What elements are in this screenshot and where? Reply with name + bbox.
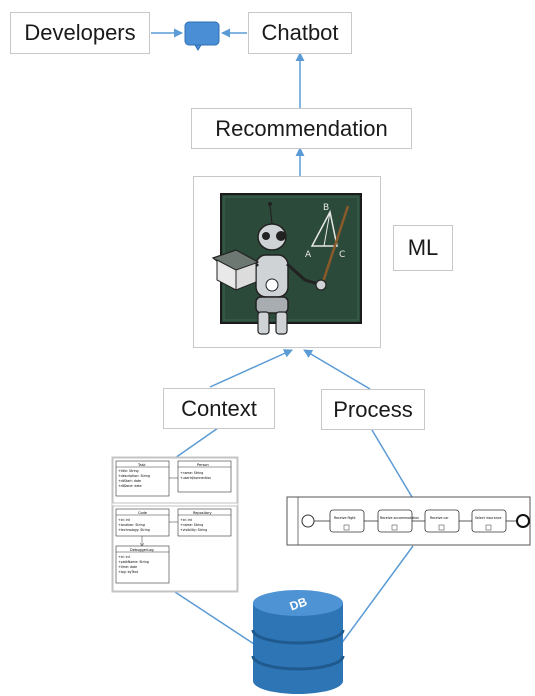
uml-class-task: Task +title: String +description: String…: [115, 460, 170, 497]
uml-class-debuggerlog-field-1: +pathName: String: [118, 560, 149, 564]
uml-class-repository: Repository +id: Int +name: String +visib…: [177, 508, 232, 537]
uml-class-code-field-0: +id: Int: [118, 518, 131, 522]
ml-label: ML: [407, 235, 439, 260]
line-uml-to-context: [174, 427, 219, 459]
line-db-to-uml: [174, 591, 255, 645]
uml-class-task-field-3: +dtDone: date: [118, 484, 142, 488]
chatbot-label: Chatbot: [261, 20, 339, 45]
uml-class-task-field-2: +dtStart: date: [118, 479, 141, 483]
uml-class-debuggerlog-field-3: +log: byText: [118, 570, 139, 574]
uml-class-code-name: Code: [138, 511, 147, 515]
uml-class-repository-field-0: +id: Int: [180, 518, 193, 522]
uml-class-task-field-1: +description: String: [118, 474, 150, 478]
uml-class-repository-field-2: +visibility: String: [180, 528, 207, 532]
chatbot-node: Chatbot: [248, 12, 352, 54]
uml-class-person-name: Person: [197, 463, 209, 467]
arrow-process-to-ml: [303, 349, 371, 390]
recommendation-node: Recommendation: [191, 108, 412, 149]
triangle-vertex-a: A: [305, 250, 312, 260]
uml-class-debuggerlog-field-2: +time: date: [118, 565, 137, 569]
bpmn-end-event: [516, 514, 530, 528]
context-node: Context: [163, 388, 275, 429]
line-db-to-bpmn: [340, 545, 414, 645]
context-label: Context: [181, 395, 257, 421]
triangle-vertex-b: B: [323, 203, 329, 213]
uml-class-debuggerlog-field-0: +id: int: [118, 555, 131, 559]
recommendation-label: Recommendation: [215, 115, 388, 141]
uml-class-debuggerlog: DebuggerLog +id: int +pathName: String +…: [115, 545, 170, 584]
uml-class-repository-name: Repository: [193, 511, 212, 515]
line-bpmn-to-process: [371, 429, 413, 498]
bpmn-task-receive-car: Receive car: [424, 509, 460, 533]
uml-class-task-name: Task: [137, 463, 147, 467]
uml-class-person-field-1: +userId/connection: [180, 476, 211, 480]
bpmn-task-0-label: Receive flight: [334, 516, 356, 520]
uml-class-person-field-0: +name: String: [180, 471, 203, 475]
uml-class-task-field-0: +title: String: [118, 469, 139, 473]
bpmn-task-1-label: Receive accommodation: [380, 516, 419, 520]
triangle-vertex-c: C: [339, 250, 345, 260]
uml-class-code-field-2: +technology: String: [118, 528, 150, 532]
db-label: DB: [288, 594, 309, 613]
uml-class-debuggerlog-name: DebuggerLog: [130, 548, 154, 552]
developers-label: Developers: [24, 20, 136, 45]
uml-class-code: Code +id: Int +location: String +technol…: [115, 508, 170, 537]
bpmn-task-2-label: Receive car: [430, 516, 449, 520]
bpmn-task-3-label: Select insurance: [475, 516, 501, 520]
uml-class-person: Person +name: String +userId/connection: [177, 460, 232, 493]
uml-class-code-field-1: +location: String: [118, 523, 145, 527]
uml-class-repository-field-1: +name: String: [180, 523, 203, 527]
developers-node: Developers: [10, 12, 150, 54]
process-node: Process: [321, 389, 425, 430]
ml-node: ML: [393, 225, 453, 271]
process-label: Process: [333, 396, 413, 422]
arrow-context-to-ml: [209, 349, 293, 388]
